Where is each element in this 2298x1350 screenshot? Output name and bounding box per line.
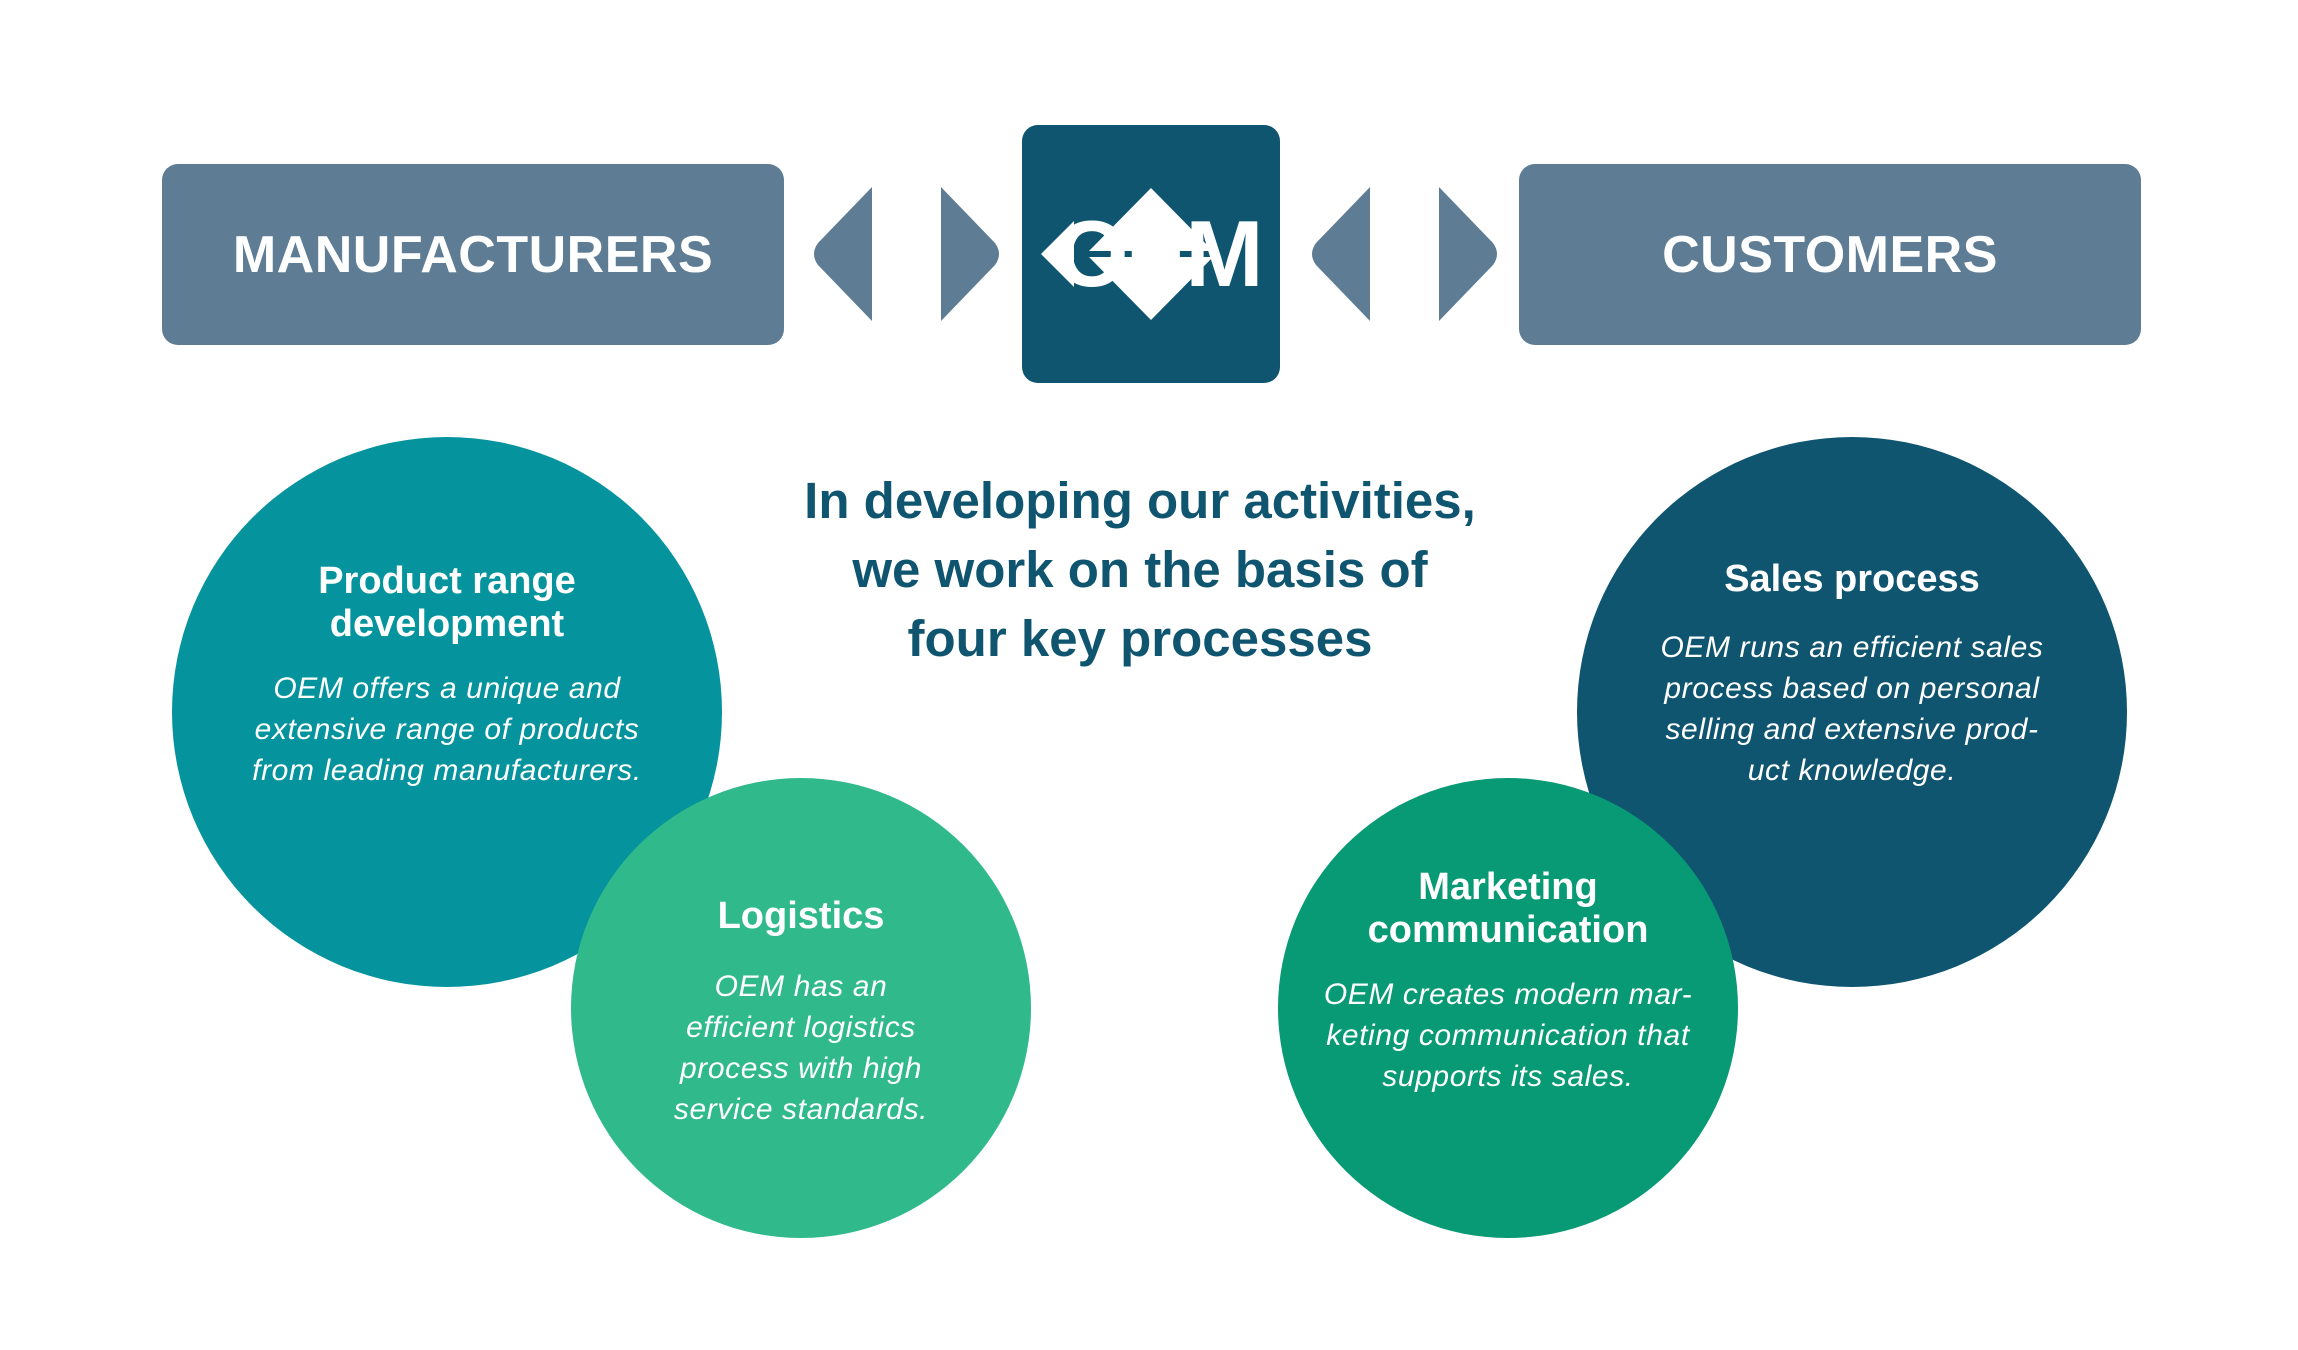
- description-line: service standards.: [673, 1093, 929, 1126]
- chevron-left-icon: [814, 187, 872, 321]
- chevron-left-icon: [1312, 187, 1370, 321]
- chevron-right-icon: [941, 187, 999, 321]
- sales-process-description: OEM runs an efficient sales process base…: [1577, 627, 2127, 791]
- marketing-communication-description: OEM creates modern mar- keting communica…: [1278, 974, 1738, 1097]
- customers-box: CUSTOMERS: [1519, 164, 2141, 345]
- title-line: Sales process: [1724, 558, 1980, 600]
- description-line: process based on personal: [1664, 672, 2040, 705]
- chevron-right-icon: [1439, 187, 1497, 321]
- title-line: communication: [1367, 909, 1649, 951]
- description-line: selling and extensive prod-: [1665, 713, 2039, 746]
- title-line: Product range: [318, 560, 576, 602]
- oem-logo-diamond-icon: [1041, 188, 1213, 320]
- headline-line: we work on the basis of: [852, 541, 1428, 598]
- headline-line: four key processes: [907, 610, 1373, 667]
- marketing-communication-circle: Marketing communication OEM creates mode…: [1278, 778, 1738, 1238]
- description-line: process with high: [680, 1052, 922, 1085]
- oem-logo-text: OEM: [1055, 201, 1263, 306]
- headline: In developing our activities, we work on…: [740, 466, 1540, 673]
- customers-label: CUSTOMERS: [1662, 225, 1998, 284]
- description-line: OEM has an: [714, 970, 888, 1003]
- product-range-description: OEM offers a unique and extensive range …: [172, 668, 722, 791]
- title-line: Logistics: [717, 895, 885, 937]
- logistics-title: Logistics: [571, 895, 1031, 938]
- manufacturers-box: MANUFACTURERS: [162, 164, 784, 345]
- sales-process-title: Sales process: [1577, 558, 2127, 601]
- description-line: extensive range of products: [254, 713, 640, 746]
- product-range-title: Product range development: [172, 560, 722, 646]
- headline-line: In developing our activities,: [804, 472, 1476, 529]
- logistics-description: OEM has an efficient logistics process w…: [571, 966, 1031, 1130]
- description-line: OEM offers a unique and: [273, 672, 621, 705]
- title-line: development: [329, 603, 565, 645]
- description-line: from leading manufacturers.: [252, 754, 642, 787]
- title-line: Marketing: [1418, 866, 1598, 908]
- description-line: supports its sales.: [1382, 1060, 1634, 1093]
- oem-logo: OEM: [1022, 125, 1280, 383]
- description-line: keting communication that: [1326, 1019, 1690, 1052]
- manufacturers-label: MANUFACTURERS: [232, 225, 714, 284]
- logistics-circle: Logistics OEM has an efficient logistics…: [571, 778, 1031, 1238]
- marketing-communication-title: Marketing communication: [1278, 866, 1738, 952]
- description-line: uct knowledge.: [1747, 754, 1957, 787]
- description-line: OEM runs an efficient sales: [1660, 631, 2044, 664]
- product-range-circle: Product range development OEM offers a u…: [172, 437, 722, 987]
- description-line: efficient logistics: [686, 1011, 916, 1044]
- description-line: OEM creates modern mar-: [1323, 978, 1693, 1011]
